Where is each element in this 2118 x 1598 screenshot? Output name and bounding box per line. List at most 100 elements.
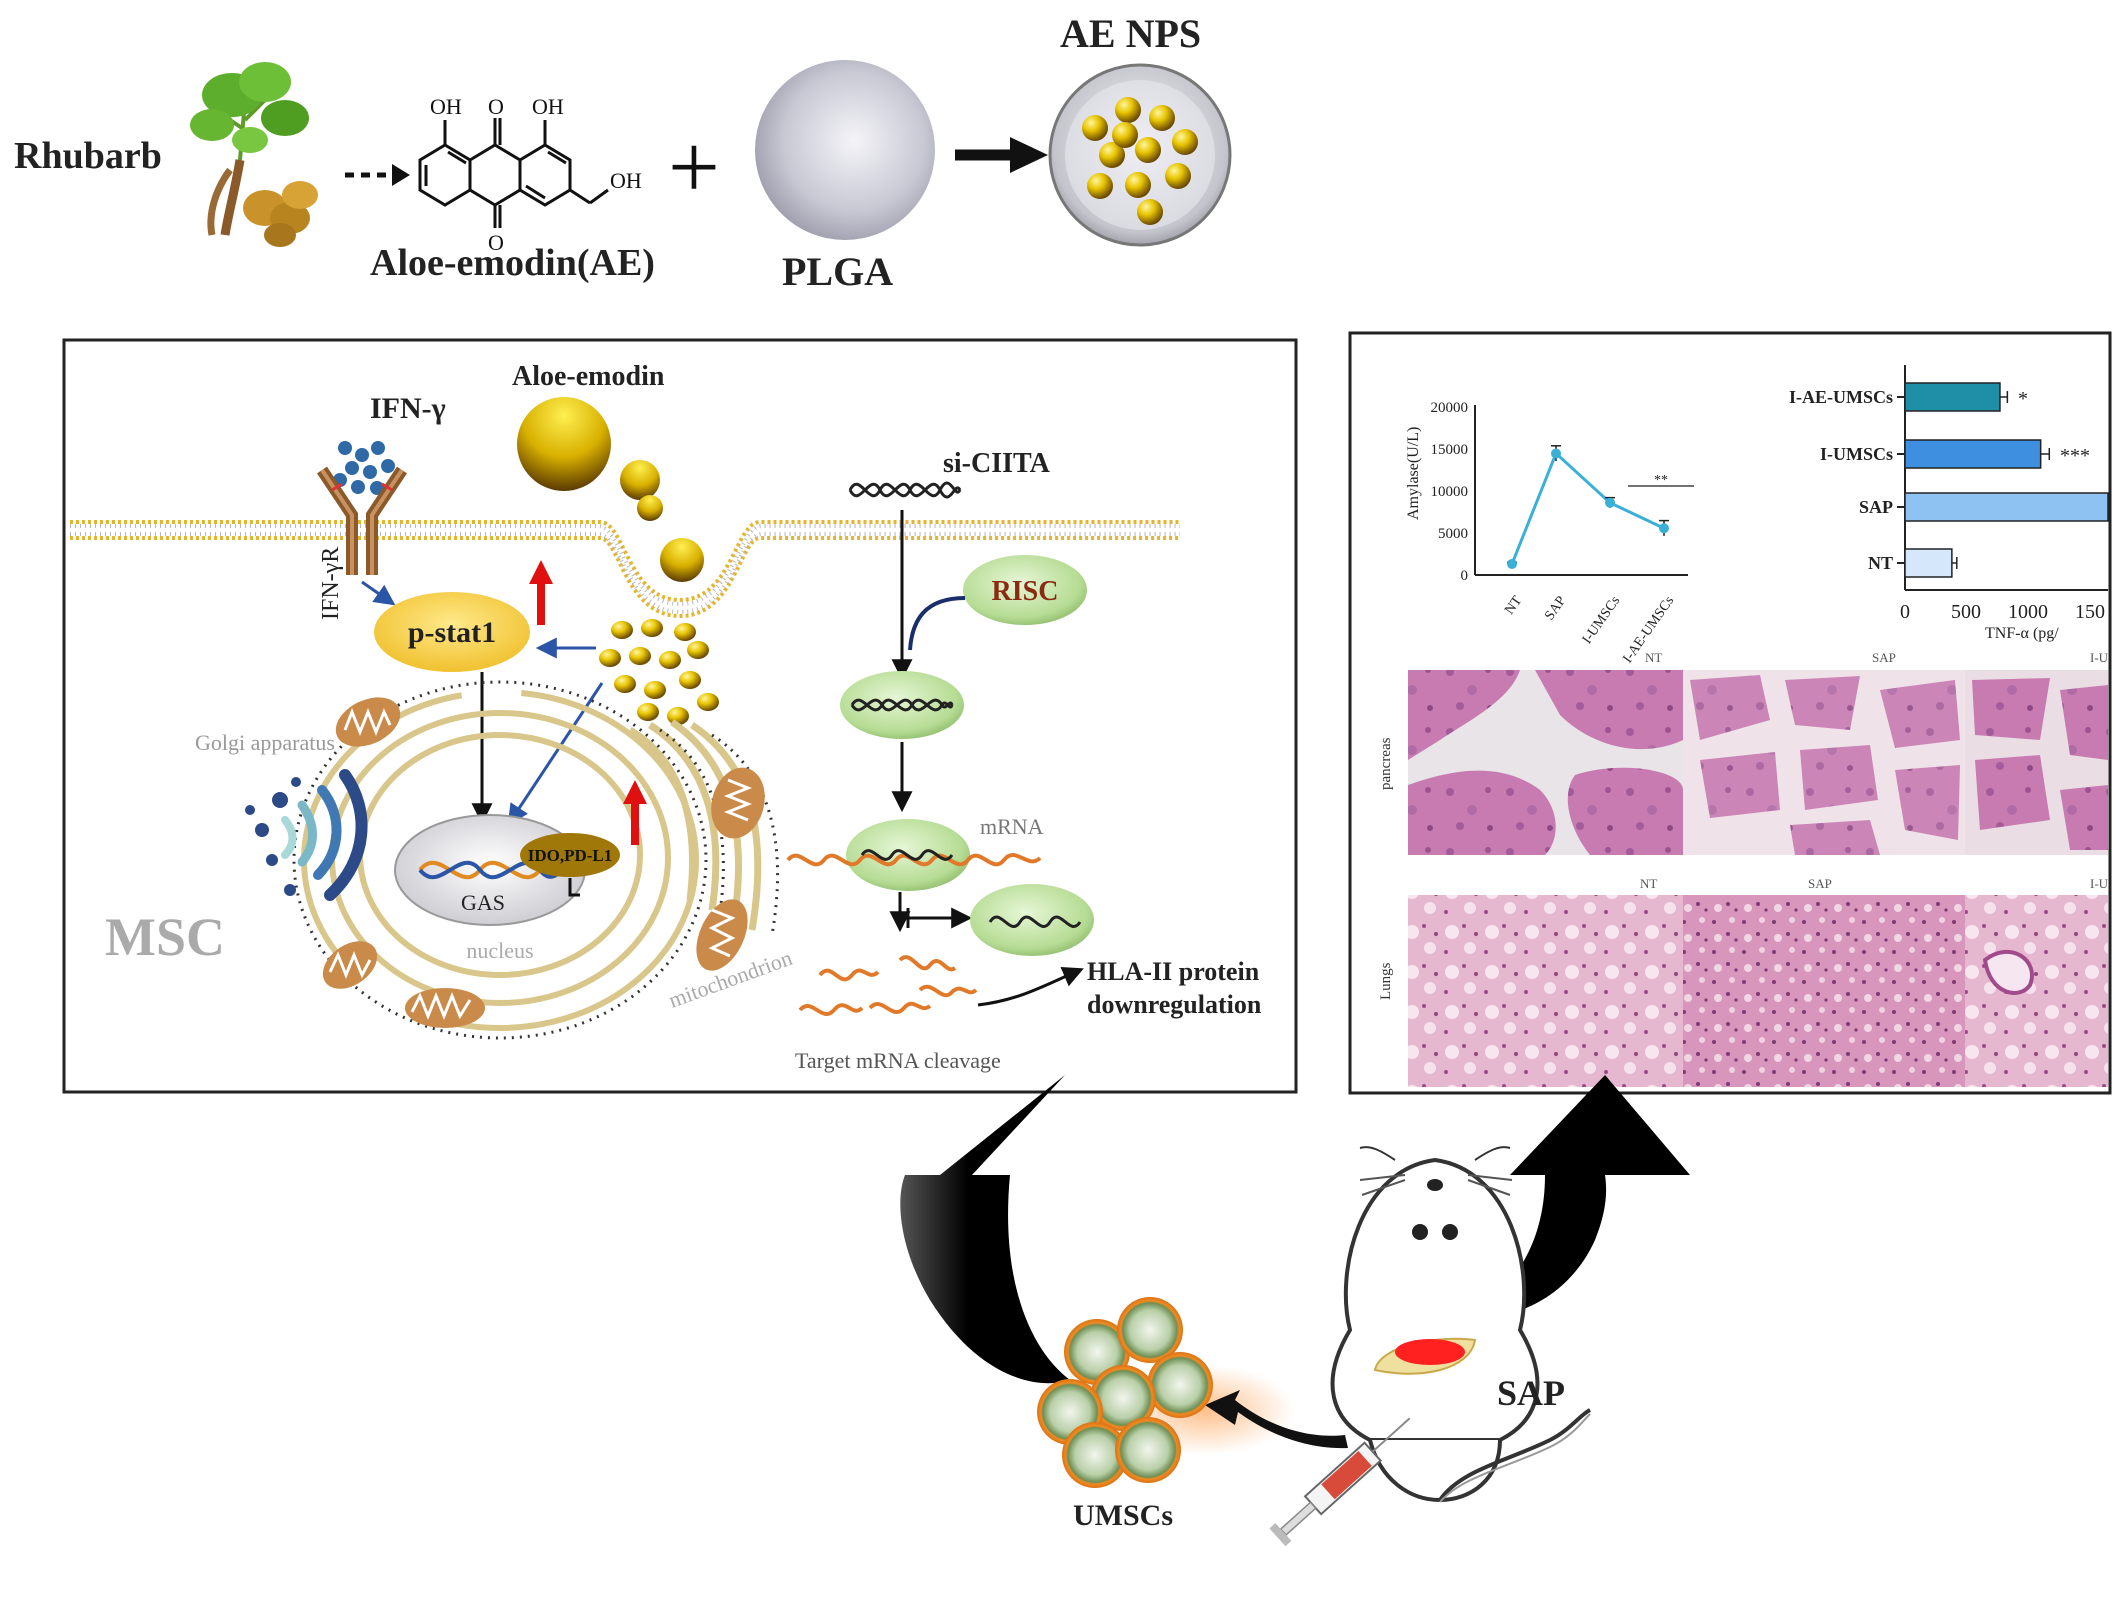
- histology-col-iu: I-U: [2090, 650, 2109, 665]
- o-label-1: O: [488, 94, 504, 119]
- mouse-model-icon: [1330, 1146, 1592, 1503]
- amylase-data-point: [1551, 448, 1561, 459]
- aloe-emodin-released-icon: [599, 619, 719, 725]
- rhubarb-plant-icon: [190, 62, 318, 247]
- aloe-emodin-structure-icon: [418, 118, 609, 228]
- tnf-bar-chart: I-AE-UMSCs I-UMSCs SAP NT 0 500 1000 150…: [1789, 365, 2109, 642]
- histology-pancreas-row: NT SAP I-U pancreas: [1378, 650, 2109, 855]
- line-chart-ytick: 0: [1461, 568, 1469, 584]
- si-ciita-rna-icon: [848, 481, 962, 499]
- red-up-arrow-icon: [529, 560, 553, 625]
- ido-pdl1-node: [520, 833, 620, 877]
- bar-chart-category: I-AE-UMSCs: [1789, 387, 1893, 407]
- aloe-emodin-ae-label: Aloe-emodin(AE): [370, 242, 655, 284]
- umscs-label: UMSCs: [1073, 1499, 1173, 1532]
- histology-col-nt: NT: [1645, 650, 1662, 665]
- bar-chart-category: I-UMSCs: [1820, 444, 1893, 464]
- plga-sphere-icon: [755, 60, 935, 240]
- amylase-data-point: [1507, 558, 1517, 569]
- histology-lungs-row: NT SAP I-U Lungs: [1378, 876, 2109, 1087]
- p-stat1-label: p-stat1: [408, 616, 496, 649]
- msc-mechanism-panel: IFN-γ IFN-γR Aloe-emodin: [62, 338, 1298, 1094]
- red-up-arrow-2-icon: [623, 780, 647, 845]
- histology-col-sap-2: SAP: [1808, 876, 1832, 891]
- hla-downregulation-line1: HLA-II protein: [1087, 957, 1260, 986]
- inflamed-pancreas-icon: [1395, 1339, 1465, 1365]
- gas-label: GAS: [461, 890, 505, 915]
- histology-col-nt-2: NT: [1640, 876, 1657, 891]
- mitochondrion-icon-2: [711, 767, 765, 839]
- msc-label: MSC: [105, 907, 225, 967]
- bar-chart-significance: ***: [2060, 445, 2090, 467]
- hla-downregulation-line2: downregulation: [1087, 990, 1262, 1019]
- line-chart-ytick: 5000: [1438, 526, 1468, 542]
- histology-col-iu-2: I-U: [2090, 876, 2109, 891]
- o-label-2: O: [488, 230, 504, 255]
- golgi-label: Golgi apparatus: [195, 730, 335, 755]
- ido-pdl1-label: IDO,PD-L1: [528, 846, 613, 865]
- curved-arrow-to-umscs-icon: [1205, 1390, 1348, 1449]
- cell-membrane: [70, 520, 1180, 619]
- pancreas-label: pancreas: [1378, 737, 1394, 790]
- tnf-bar: [1904, 382, 2001, 412]
- histology-col-sap: SAP: [1872, 650, 1896, 665]
- aloe-emodin-label: Aloe-emodin: [512, 361, 665, 392]
- amylase-data-point: [1605, 497, 1615, 508]
- bar-chart-xlabel: TNF-α (pg/: [1985, 625, 2059, 642]
- tnf-bar: [1904, 492, 2109, 522]
- nucleus-label: nucleus: [466, 938, 533, 963]
- line-chart-significance: **: [1654, 473, 1668, 488]
- tnf-bar: [1904, 548, 1953, 578]
- risc-node: [963, 555, 1087, 625]
- mitochondrion-icon-4: [322, 941, 378, 989]
- lungs-sap-image: [1683, 895, 1965, 1087]
- aloe-emodin-mid-ball: [620, 460, 660, 500]
- tnf-bar: [1904, 439, 2042, 469]
- cleaved-mrna-fragments-icon: [798, 955, 978, 1016]
- line-chart-ytick: 20000: [1431, 400, 1469, 416]
- golgi-apparatus-icon: [245, 769, 368, 901]
- risc-complex-node: [840, 671, 964, 739]
- ae-nps-label: AE NPS: [1060, 11, 1201, 56]
- lungs-iu-image: [1965, 895, 2108, 1087]
- oh-label-1: OH: [430, 94, 462, 119]
- sap-label: SAP: [1497, 1373, 1565, 1413]
- aloe-emodin-large-ball: [517, 397, 611, 491]
- p-stat1-node: [374, 592, 530, 672]
- right-arrow-icon: [955, 137, 1048, 173]
- ifn-gamma-label: IFN-γ: [370, 392, 446, 425]
- aloe-emodin-ball-inside: [660, 538, 704, 582]
- line-chart-ytick: 10000: [1431, 484, 1469, 500]
- mitochondrion-icon-5: [405, 988, 485, 1028]
- bar-chart-category: SAP: [1859, 497, 1893, 517]
- oh-label-2: OH: [532, 94, 564, 119]
- lungs-label: Lungs: [1378, 962, 1394, 1000]
- line-chart-ylabel: Amylase(U/L): [1405, 427, 1422, 520]
- umscs-cluster-icon: [1037, 1297, 1213, 1488]
- target-mrna-cleavage-label: Target mRNA cleavage: [795, 1048, 1001, 1073]
- dashed-arrow-icon: [345, 164, 410, 186]
- curved-arrow-to-msc-icon: [900, 1075, 1070, 1384]
- si-ciita-label: si-CIITA: [943, 448, 1051, 479]
- syringe-icon: [1269, 1417, 1411, 1547]
- aloe-emodin-small-ball: [637, 495, 663, 521]
- bar-chart-xtick: 1000: [2008, 601, 2048, 623]
- amylase-data-point: [1659, 523, 1669, 534]
- bar-chart-category: NT: [1868, 553, 1893, 573]
- line-chart-ytick: 15000: [1431, 442, 1469, 458]
- mitochondrion-icon-3: [696, 899, 748, 971]
- risc-complex-rna-icon: [850, 698, 954, 712]
- ae-nanoparticle-icon: [1048, 63, 1232, 247]
- bar-chart-xtick: 0: [1900, 601, 1910, 623]
- plus-sign: +: [668, 116, 720, 218]
- mrna-label: mRNA: [980, 814, 1044, 839]
- mitochondrion-icon-1: [335, 697, 401, 747]
- ifn-gamma-molecules-icon: [333, 441, 395, 495]
- ifn-gamma-receptor-icon: [317, 466, 407, 575]
- bar-chart-xtick: 150: [2075, 601, 2105, 623]
- ifn-gamma-receptor-label: IFN-γR: [318, 547, 344, 620]
- rhubarb-label: Rhubarb: [14, 135, 162, 177]
- bar-chart-xtick: 500: [1951, 601, 1981, 623]
- results-panel: Amylase(U/L) 20000 15000 10000 5000 0 NT…: [1348, 331, 2112, 1095]
- ch2oh-label: OH: [610, 168, 642, 193]
